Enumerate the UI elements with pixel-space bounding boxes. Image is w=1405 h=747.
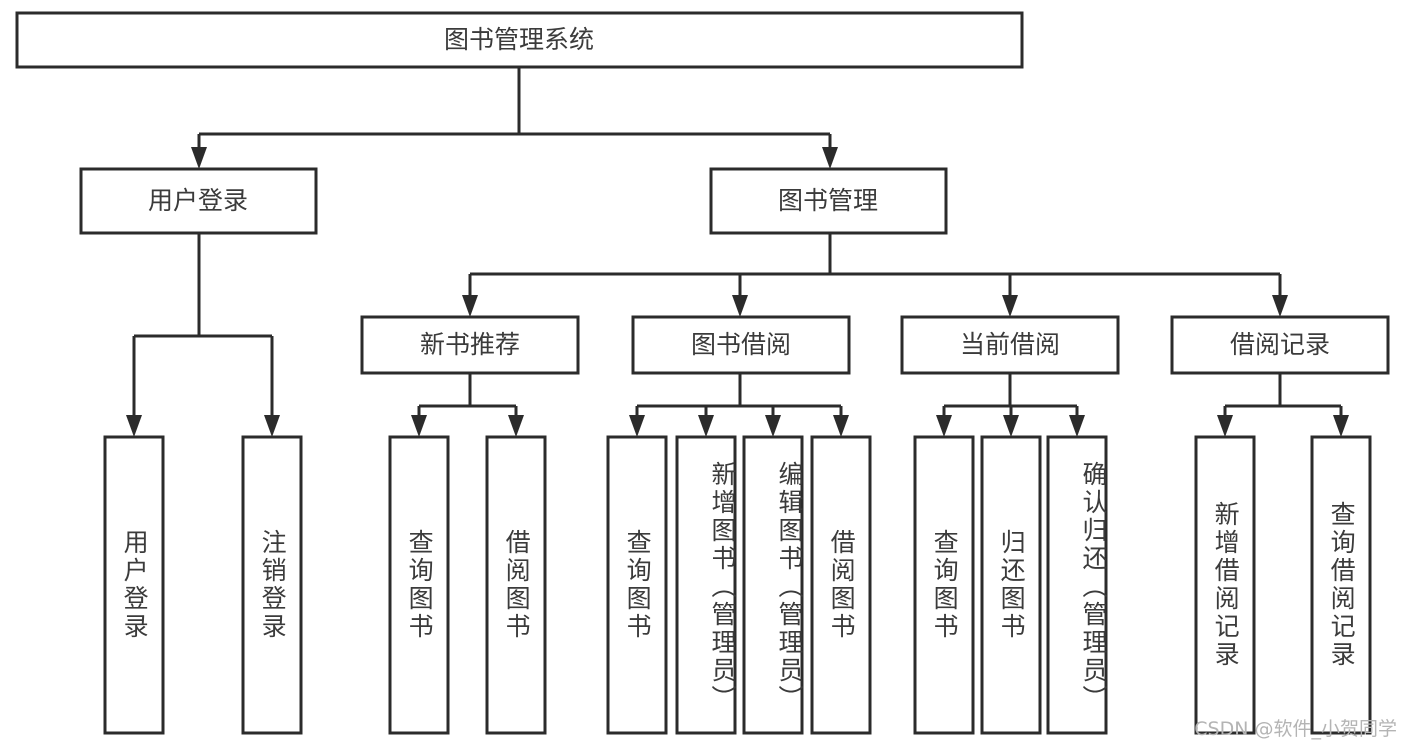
node-book-manage-box[interactable] <box>709 167 948 235</box>
arrowhead-current-borrow <box>1002 295 1018 317</box>
node-leaf-query-book-3-box[interactable] <box>913 435 975 735</box>
node-user-login[interactable]: 用户登录 <box>79 167 318 235</box>
arrowhead-leaf-query-record <box>1333 415 1349 437</box>
arrowhead-leaf-query-book-3 <box>936 415 952 437</box>
node-leaf-return-book-box[interactable] <box>980 435 1042 735</box>
node-leaf-add-record-box[interactable] <box>1194 435 1256 735</box>
arrowhead-leaf-add-record <box>1217 415 1233 437</box>
node-leaf-borrow-book-1-box[interactable] <box>485 435 547 735</box>
arrowhead-borrow-record <box>1272 295 1288 317</box>
node-book-borrow-box[interactable] <box>631 315 851 375</box>
node-new-book-recommend-label: 新书推荐 <box>420 330 520 359</box>
arrowhead-user-login <box>191 147 207 169</box>
arrowhead-leaf-query-book-1 <box>411 415 427 437</box>
node-new-book-recommend-box[interactable] <box>360 315 580 375</box>
arrowhead-leaf-edit-book <box>765 415 781 437</box>
node-leaf-query-record-box[interactable] <box>1310 435 1372 735</box>
arrowhead-leaf-logout <box>264 415 280 437</box>
node-root[interactable]: 图书管理系统 <box>15 11 1024 69</box>
node-leaf-user-login-box[interactable] <box>103 435 165 735</box>
arrowhead-book-borrow <box>732 295 748 317</box>
node-user-login-label: 用户登录 <box>148 186 248 215</box>
node-borrow-record-box[interactable] <box>1170 315 1390 375</box>
node-leaf-confirm-return-box[interactable] <box>1046 435 1108 735</box>
arrowhead-leaf-confirm-return <box>1069 415 1085 437</box>
node-leaf-query-book-1-box[interactable] <box>388 435 450 735</box>
arrowhead-book-manage <box>822 147 838 169</box>
node-book-manage-label: 图书管理 <box>778 186 878 215</box>
arrowhead-leaf-add-book <box>698 415 714 437</box>
node-borrow-record[interactable]: 借阅记录 <box>1170 315 1390 375</box>
node-leaf-borrow-book-2-box[interactable] <box>810 435 872 735</box>
node-leaf-logout-box[interactable] <box>241 435 303 735</box>
node-current-borrow-box[interactable] <box>900 315 1120 375</box>
node-root-label: 图书管理系统 <box>444 25 594 54</box>
node-book-manage[interactable]: 图书管理 <box>709 167 948 235</box>
node-book-borrow[interactable]: 图书借阅 <box>631 315 851 375</box>
node-user-login-box[interactable] <box>79 167 318 235</box>
csdn-watermark: CSDN @软件_小贺同学 <box>1194 718 1397 740</box>
arrowhead-leaf-user-login <box>126 415 142 437</box>
connectors-group <box>126 67 1349 437</box>
node-leaf-add-book-box[interactable] <box>675 435 737 735</box>
arrowhead-new-book-recommend <box>462 295 478 317</box>
leaf-boxes-group <box>103 435 1372 735</box>
arrowhead-leaf-query-book-2 <box>629 415 645 437</box>
node-new-book-recommend[interactable]: 新书推荐 <box>360 315 580 375</box>
node-book-borrow-label: 图书借阅 <box>691 330 791 359</box>
node-leaf-edit-book-box[interactable] <box>742 435 804 735</box>
arrowhead-leaf-borrow-book-2 <box>833 415 849 437</box>
node-root-box[interactable] <box>15 11 1024 69</box>
node-current-borrow-label: 当前借阅 <box>960 330 1060 359</box>
node-leaf-query-book-2-box[interactable] <box>606 435 668 735</box>
arrowhead-leaf-return-book <box>1003 415 1019 437</box>
arrowhead-leaf-borrow-book-1 <box>508 415 524 437</box>
node-current-borrow[interactable]: 当前借阅 <box>900 315 1120 375</box>
node-borrow-record-label: 借阅记录 <box>1230 330 1330 359</box>
